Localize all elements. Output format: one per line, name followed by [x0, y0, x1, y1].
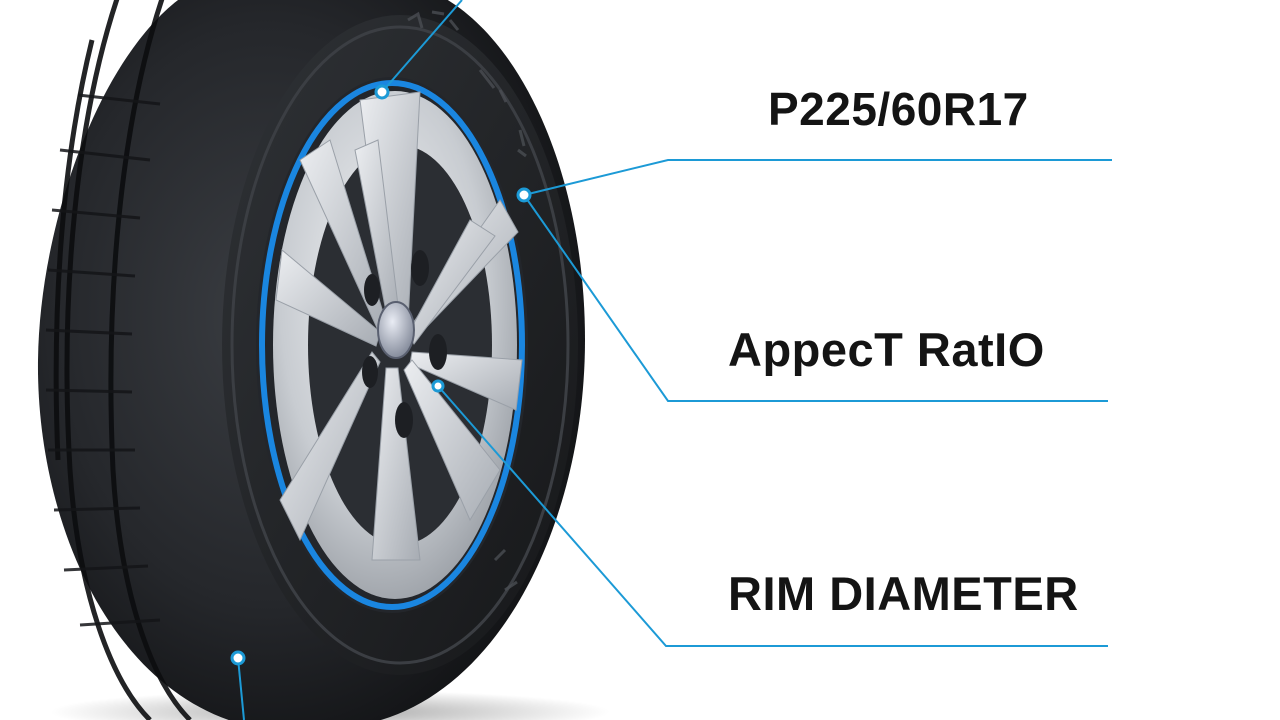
- blue-dot-icon: [431, 379, 445, 393]
- rim-diameter-label: RIM DIAMETER: [728, 567, 1079, 620]
- tread-sipes: [45, 93, 161, 627]
- sidewall-lettering: [407, 10, 527, 592]
- blue-dot-icon: [374, 84, 390, 100]
- leader-line-aspect: [523, 194, 1108, 402]
- callout-markers: [230, 84, 532, 666]
- leader-line-rim: [437, 385, 1108, 647]
- tread-grooves: [53, 0, 192, 720]
- wheel-spokes: [275, 91, 523, 561]
- aspect-ratio-label: AppecT RatIO: [728, 323, 1045, 376]
- blue-dot-icon: [230, 650, 246, 666]
- tire-size-label: P225/60R17: [768, 83, 1029, 135]
- leader-line-top: [381, 0, 463, 93]
- sidewall-highlight: [230, 25, 570, 665]
- rim-blue-ring: [259, 80, 525, 610]
- leader-line-size: [523, 159, 1112, 196]
- lug-holes: [362, 250, 447, 438]
- leader-line-bottom: [237, 657, 245, 720]
- hub-cap-icon: [377, 301, 415, 359]
- leader-lines: [237, 0, 1112, 720]
- blue-dot-icon: [516, 187, 532, 203]
- wheel: [256, 77, 528, 613]
